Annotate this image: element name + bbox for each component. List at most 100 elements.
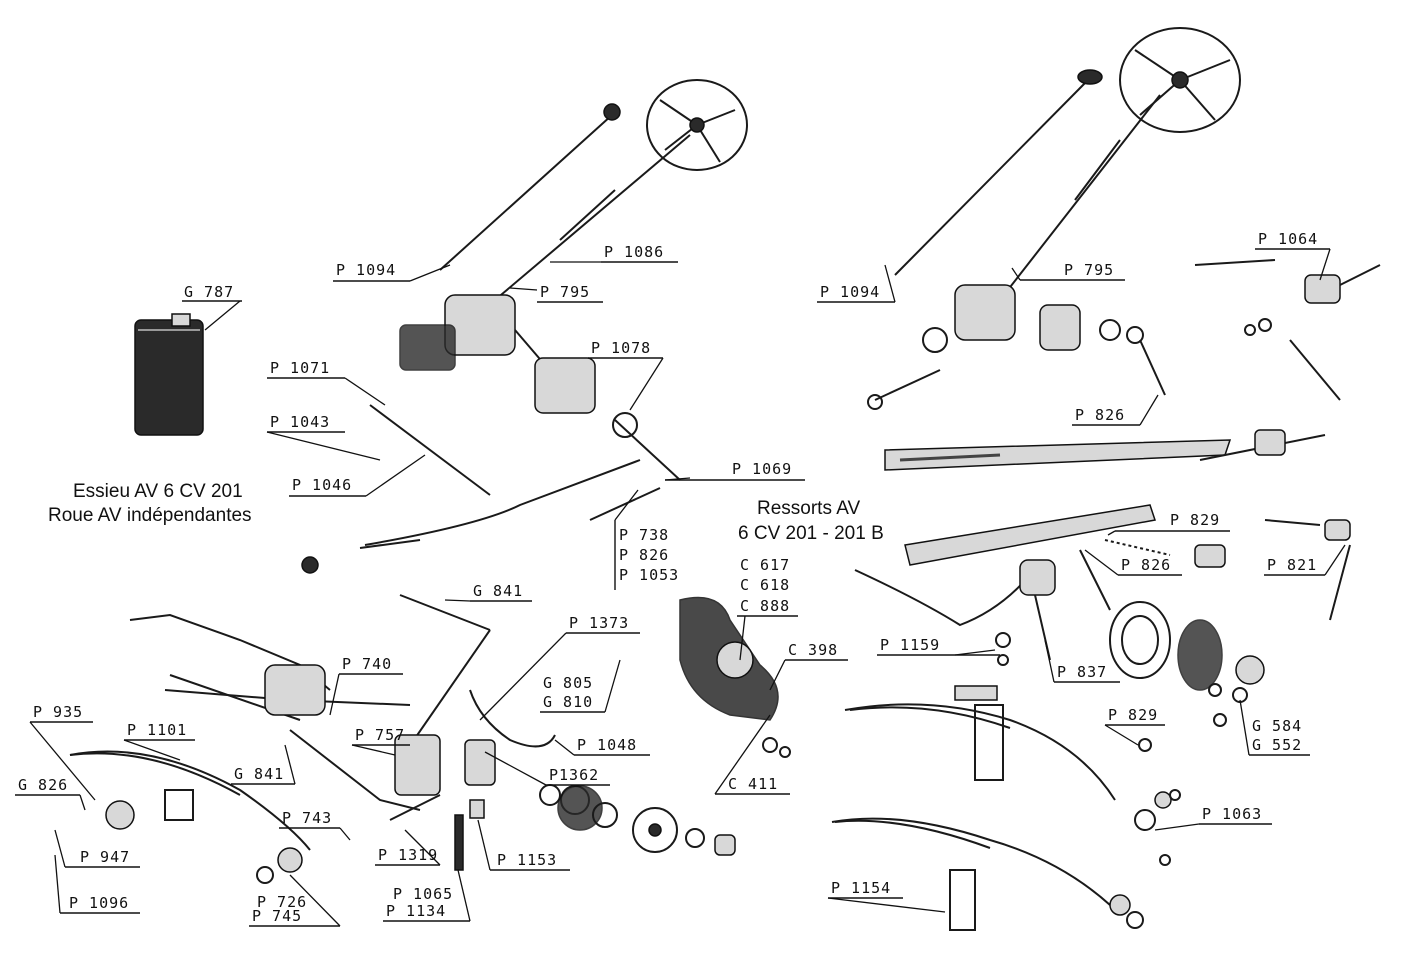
label-g841-bottom: G 841 [231, 744, 296, 785]
label-p1362: P1362 [484, 751, 610, 786]
label-text: G 805 [543, 674, 593, 692]
label-p947: P 947 [54, 829, 140, 868]
label-p1096: P 1096 [54, 854, 140, 914]
label-text: P 826 [1121, 556, 1171, 574]
label-p1159: P 1159 [877, 636, 1000, 656]
label-p1063: P 1063 [1154, 805, 1272, 831]
label-c411: C 411 [714, 714, 790, 795]
label-p1153: P 1153 [477, 819, 570, 871]
left-tie-rods [301, 404, 661, 574]
label-text: P 745 [252, 907, 302, 925]
label-text: P 1071 [270, 359, 330, 377]
label-text: G 841 [234, 765, 284, 783]
right-steering-column [867, 27, 1241, 410]
label-g787: G 787 [182, 283, 242, 331]
label-p743: P 743 [279, 809, 351, 841]
right-shock-parts [1194, 259, 1381, 401]
left-front-crossmember [69, 594, 491, 884]
label-text: G 841 [473, 582, 523, 600]
left-steering-column [399, 79, 748, 481]
label-text: G 584 [1252, 717, 1302, 735]
label-text: P 1101 [127, 721, 187, 739]
label-g841-top: G 841 [444, 582, 532, 602]
left-title-line-1: Essieu AV 6 CV 201 [73, 481, 243, 502]
label-text: P 1064 [1258, 230, 1318, 248]
label-text: P 1078 [591, 339, 651, 357]
label-text: P 829 [1170, 511, 1220, 529]
label-p757: P 757 [351, 726, 410, 756]
label-text: P 1069 [732, 460, 792, 478]
label-text: P 1094 [820, 283, 880, 301]
label-text: P 1048 [577, 736, 637, 754]
label-text: P 1094 [336, 261, 396, 279]
label-p1101: P 1101 [123, 721, 195, 761]
label-text: P 837 [1057, 663, 1107, 681]
label-p826-right-top: P 826 [1072, 394, 1159, 426]
label-p1078: P 1078 [588, 339, 664, 411]
label-text: P 740 [342, 655, 392, 673]
left-hub-assembly [454, 689, 736, 871]
label-p1046: P 1046 [289, 454, 426, 497]
right-leaf-springs [831, 685, 1227, 931]
label-text: P 1134 [386, 902, 446, 920]
label-p738-group: P 738 P 826 P 1053 [614, 489, 678, 590]
label-text: P 1086 [604, 243, 664, 261]
label-p1048: P 1048 [554, 736, 650, 756]
label-text: P 1043 [270, 413, 330, 431]
label-g826: G 826 [15, 776, 86, 811]
label-text: P 1063 [1202, 805, 1262, 823]
label-text: P 935 [33, 703, 83, 721]
label-text: G 826 [18, 776, 68, 794]
label-p1094-right: P 1094 [817, 264, 896, 303]
label-p1154: P 1154 [827, 879, 946, 913]
label-p826-right-mid: P 826 [1084, 549, 1182, 576]
label-text: P 743 [282, 809, 332, 827]
right-title-line-2: 6 CV 201 - 201 B [738, 523, 884, 544]
label-text: P 757 [355, 726, 405, 744]
label-p1086: P 1086 [550, 243, 678, 263]
label-p740: P 740 [329, 655, 403, 716]
label-p1064: P 1064 [1255, 230, 1331, 281]
label-text: G 810 [543, 693, 593, 711]
label-p821: P 821 [1264, 544, 1346, 576]
label-text: C 888 [740, 597, 790, 615]
label-text: P 1159 [880, 636, 940, 654]
label-p795-left: P 795 [509, 283, 603, 303]
label-p935: P 935 [29, 703, 96, 801]
label-text: P 1046 [292, 476, 352, 494]
label-p1319: P 1319 [375, 829, 441, 866]
label-text: P 1319 [378, 846, 438, 864]
label-text: P 826 [619, 546, 669, 564]
label-text: C 411 [728, 775, 778, 793]
label-p1373: P 1373 [479, 614, 640, 721]
label-p795-right: P 795 [1011, 261, 1125, 281]
label-text: P 795 [1064, 261, 1114, 279]
label-p1069: P 1069 [664, 460, 805, 481]
label-text: P 738 [619, 526, 669, 544]
label-text: C 617 [740, 556, 790, 574]
label-text: P 1373 [569, 614, 629, 632]
label-text: P1362 [549, 766, 599, 784]
label-text: G 552 [1252, 736, 1302, 754]
label-text: P 1065 [393, 885, 453, 903]
label-text: P 826 [1075, 406, 1125, 424]
label-p1065-group: P 1065 P 1134 [383, 869, 471, 922]
label-text: P 1154 [831, 879, 891, 897]
label-text: P 829 [1108, 706, 1158, 724]
label-text: C 398 [788, 641, 838, 659]
oil-can-part [134, 313, 204, 436]
label-p1094-left: P 1094 [333, 261, 451, 282]
label-text: P 1153 [497, 851, 557, 869]
label-text: P 795 [540, 283, 590, 301]
label-g805-group: G 805 G 810 [540, 659, 621, 713]
label-text: P 726 [257, 893, 307, 911]
label-g584-group: G 584 G 552 [1239, 699, 1310, 756]
right-front-axle [854, 429, 1351, 703]
label-c617-group: C 617 C 618 C 888 [737, 556, 798, 661]
label-p726-group: P 726 P 745 [249, 874, 341, 927]
label-p829-bottom: P 829 [1104, 706, 1165, 746]
label-p1071: P 1071 [267, 359, 386, 406]
label-text: P 1096 [69, 894, 129, 912]
label-text: P 947 [80, 848, 130, 866]
